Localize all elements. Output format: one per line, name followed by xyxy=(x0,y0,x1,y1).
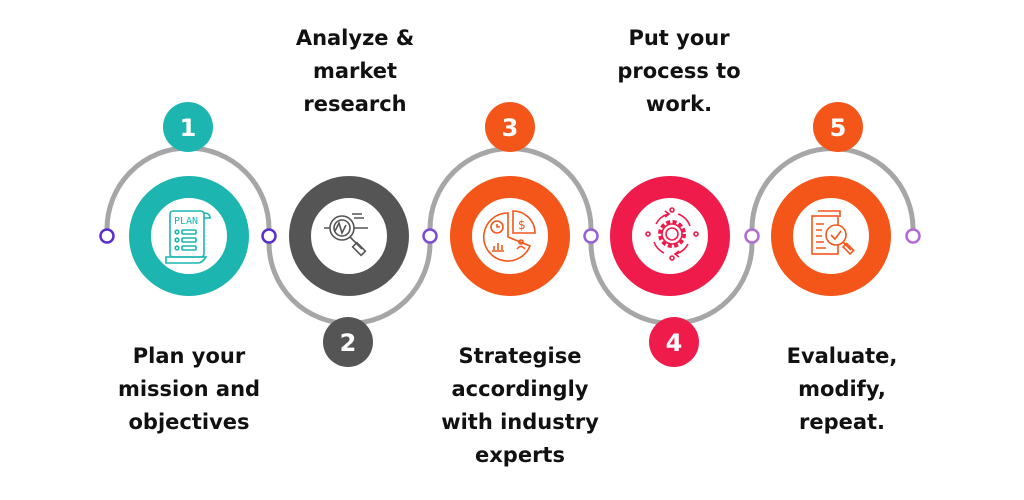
node-2-3 xyxy=(422,228,438,244)
document-review-icon xyxy=(811,210,855,256)
step-5: 5 xyxy=(771,102,891,296)
step-1-label: Plan your mission and objectives xyxy=(117,344,261,434)
step-4-badge xyxy=(649,317,699,367)
step-4-number: 4 xyxy=(666,329,683,357)
step-2: 2 xyxy=(289,176,409,367)
node-3-4 xyxy=(583,228,599,244)
step-1-badge xyxy=(163,102,213,152)
step-4-ring xyxy=(610,176,730,296)
step-2-number: 2 xyxy=(340,329,357,357)
plan-scroll-icon: PLAN xyxy=(165,210,211,264)
step-3: $ 3 xyxy=(450,102,570,296)
step-3-badge xyxy=(485,102,535,152)
svg-text:$: $ xyxy=(518,218,526,232)
step-1-ring xyxy=(129,176,249,296)
pie-chart-strategy-icon: $ xyxy=(483,210,536,262)
step-3-label: Strategise accordingly with industry exp… xyxy=(441,344,599,467)
step-2-label: Analyze & market research xyxy=(295,26,415,116)
analysis-magnifier-icon xyxy=(324,213,368,257)
step-5-label: Evaluate, modify, repeat. xyxy=(786,344,898,434)
step-4-label: Put your process to work. xyxy=(617,26,741,116)
gear-cycle-icon xyxy=(645,207,699,261)
step-3-ring xyxy=(450,176,570,296)
node-1-2 xyxy=(261,228,277,244)
node-end xyxy=(905,228,921,244)
step-1: PLAN 1 xyxy=(129,102,249,296)
node-start xyxy=(99,228,115,244)
step-2-ring xyxy=(289,176,409,296)
step-1-number: 1 xyxy=(180,114,197,142)
node-4-5 xyxy=(744,228,760,244)
step-4: 4 xyxy=(610,176,730,367)
step-3-number: 3 xyxy=(502,114,519,142)
step-5-badge xyxy=(813,102,863,152)
step-2-badge xyxy=(323,317,373,367)
step-5-number: 5 xyxy=(830,114,847,142)
junction-nodes xyxy=(99,228,921,244)
svg-text:PLAN: PLAN xyxy=(174,216,198,227)
